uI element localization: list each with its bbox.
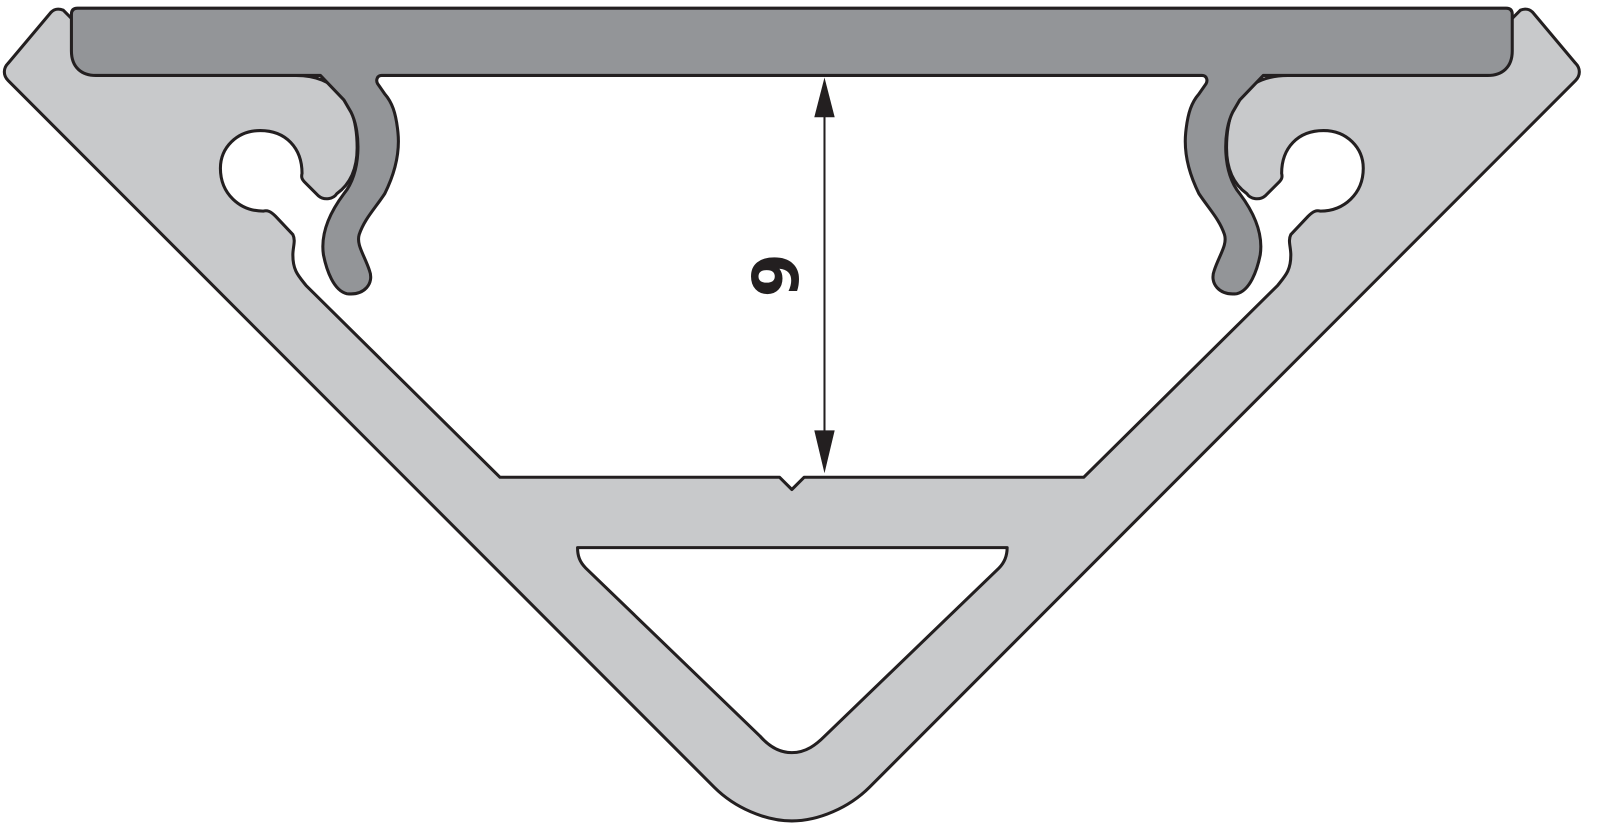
dimension-arrow-bottom-icon [814, 430, 835, 474]
dimension-arrow-top-icon [814, 77, 835, 118]
dimension-label: 9 [739, 253, 813, 297]
cover-lid [69, 6, 1514, 296]
lower-triangular-cavity [576, 546, 1009, 755]
